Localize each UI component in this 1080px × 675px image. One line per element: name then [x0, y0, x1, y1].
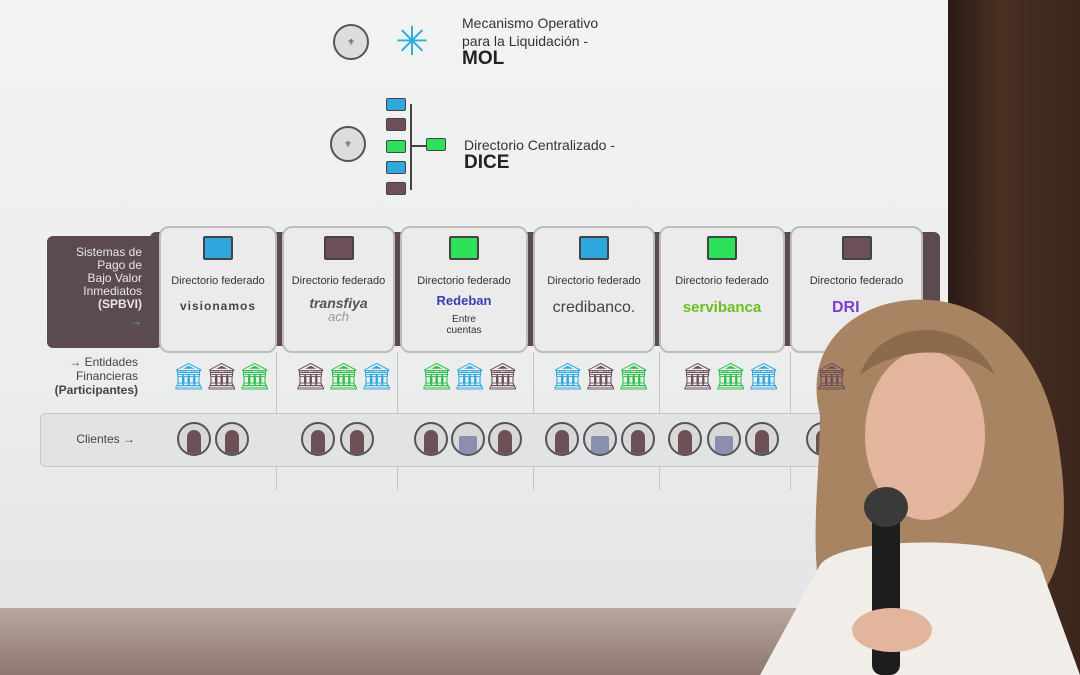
- folder-icon: [449, 236, 479, 260]
- bank-icons: 🏛🏛🏛: [294, 361, 394, 391]
- folder-icon: [707, 236, 737, 260]
- directory-card-redeban: Directorio federado Redeban Entre cuenta…: [400, 226, 528, 353]
- card-label: Directorio federado: [291, 275, 386, 287]
- folder-icon: [841, 236, 872, 260]
- person-client-icon: [545, 422, 579, 456]
- mol-icon: ✳: [395, 20, 429, 64]
- redeban-logo: Redeban: [436, 293, 492, 308]
- bank-icons: 🏛🏛🏛: [172, 361, 272, 391]
- person-client-icon: [340, 422, 374, 456]
- dice-title: Directorio Centralizado -DICE: [464, 137, 615, 173]
- card-label: Directorio federado: [809, 275, 904, 287]
- person-client-icon: [177, 422, 211, 456]
- banco-republica-seal-icon: ⚜: [333, 24, 369, 60]
- store-client-icon: [707, 422, 741, 456]
- person-client-icon: [414, 422, 448, 456]
- person-client-icon: [745, 422, 779, 456]
- card-label: Directorio federado: [547, 275, 641, 287]
- directory-card-credibanco: Directorio federado credibanco.: [533, 226, 655, 353]
- folder-icon: [323, 236, 354, 260]
- bank-icons: 🏛🏛🏛: [551, 361, 651, 391]
- card-label: Directorio federado: [675, 275, 769, 287]
- person-client-icon: [621, 422, 655, 456]
- directory-card-transfiya: Directorio federado transfiya ach: [282, 226, 395, 353]
- dri-logo: DRI: [832, 299, 860, 316]
- person-client-icon: [668, 422, 702, 456]
- folder-icon: [579, 236, 609, 260]
- directory-card-servibanca: Directorio federado servibanca: [659, 226, 785, 353]
- bank-icons: 🏛🏛🏛: [420, 361, 520, 391]
- visionamos-logo: visionamos: [179, 299, 257, 313]
- banco-republica-seal-icon: ⚜: [330, 126, 366, 162]
- ach-logo: ach: [328, 309, 349, 324]
- folder-icon: [203, 236, 233, 260]
- card-label: Directorio federado: [171, 275, 265, 287]
- card-label: Directorio federado: [417, 275, 511, 287]
- entre-cuentas-label: Entre cuentas: [446, 314, 482, 336]
- transfiya-logo: transfiya: [309, 295, 368, 311]
- store-client-icon: [583, 422, 617, 456]
- servibanca-logo: servibanca: [682, 299, 762, 316]
- directory-card-visionamos: Directorio federado visionamos: [159, 226, 277, 353]
- person-client-icon: [215, 422, 249, 456]
- credibanco-logo: credibanco.: [552, 299, 636, 316]
- bank-icons: 🏛: [815, 361, 849, 391]
- bank-icons: 🏛🏛🏛: [681, 361, 781, 391]
- speaker-person: [760, 299, 1080, 675]
- store-client-icon: [451, 422, 485, 456]
- person-client-icon: [488, 422, 522, 456]
- clientes-label: Clientes →: [76, 432, 135, 446]
- person-client-icon: [301, 422, 335, 456]
